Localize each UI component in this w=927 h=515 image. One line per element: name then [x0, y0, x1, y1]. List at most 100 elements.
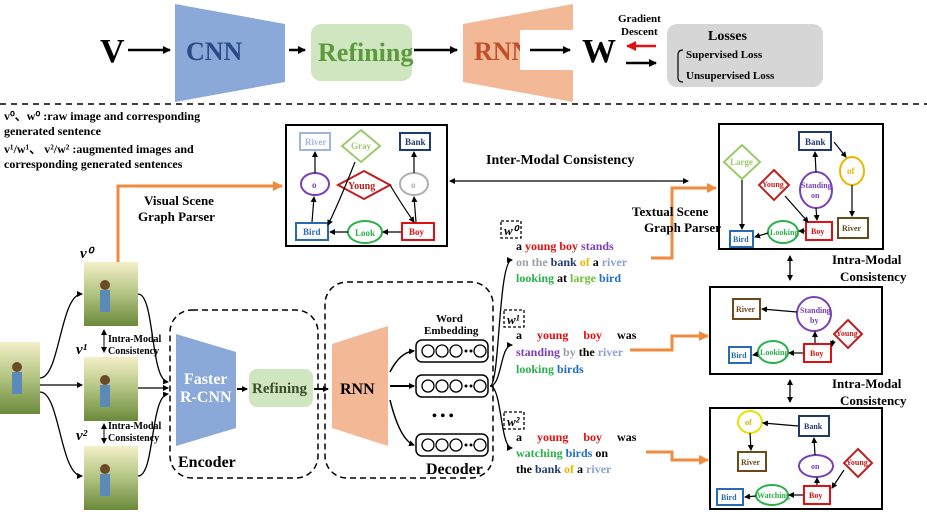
- tg0-young: Young: [762, 180, 784, 189]
- intra-modal-1b: Consistency: [840, 269, 907, 284]
- w2-tag: [503, 411, 525, 430]
- top-w-label: W: [582, 33, 616, 70]
- w0-to-text-graph-arrow: [651, 183, 717, 260]
- sentence-word: young: [525, 239, 559, 253]
- sentence-w1: a young boy was standing by the river look…: [516, 328, 637, 376]
- tg1-standing: Standing: [800, 306, 831, 315]
- legend-line-3: v¹/w¹、 v²/w² :augmented images and: [4, 142, 194, 156]
- img-intra-2a: Intra-Modal: [108, 421, 162, 432]
- w1-tag: [503, 309, 525, 328]
- sentence-word: boy: [559, 239, 581, 253]
- tg0-looking: Looking: [770, 228, 798, 237]
- tg2-bird: Bird: [721, 493, 737, 502]
- descent-label: Descent: [621, 26, 658, 38]
- faster-label-2: R-CNN: [180, 389, 232, 406]
- losses-title: Losses: [708, 29, 747, 44]
- image-v1: [84, 357, 138, 421]
- v0-label: v⁰: [80, 246, 96, 262]
- word-embedding-2: Embedding: [424, 325, 479, 337]
- v1-label: v¹: [76, 342, 87, 358]
- v2-label: v²: [76, 428, 88, 444]
- tg1-bird: Bird: [731, 351, 747, 360]
- tg0-standing: Standing: [801, 181, 832, 190]
- sentence-word: boy: [583, 328, 617, 342]
- sentence-word: bird: [599, 271, 621, 285]
- sentence-word: on the: [516, 255, 551, 269]
- sentence-word: a: [516, 430, 537, 444]
- vg-boy: Boy: [409, 227, 425, 237]
- w0-tag: [500, 220, 522, 239]
- tg0-bank: Bank: [805, 137, 826, 147]
- encoder-box: [169, 309, 319, 479]
- sentence-word: at: [557, 271, 570, 285]
- img-intra-2b: Consistency: [108, 433, 159, 444]
- gradient-label: Gradient: [618, 13, 661, 25]
- sentence-word: river: [598, 345, 624, 359]
- sentence-line: a young boy stands: [516, 239, 614, 253]
- w2-label: w²: [507, 414, 521, 429]
- tg1-looking: Looking: [760, 348, 788, 357]
- faster-label-1: Faster: [184, 371, 228, 388]
- embedding-vector-1: [415, 339, 489, 363]
- inter-modal-label: Inter-Modal Consistency: [486, 153, 634, 168]
- vg-bank: Bank: [405, 137, 426, 147]
- vg-o2: o: [411, 180, 416, 190]
- sentence-line: watching birds on: [516, 446, 608, 460]
- top-pipeline: V CNN Refining RNN: [100, 4, 573, 102]
- intra-modal-2a: Intra-Modal: [832, 376, 902, 391]
- sentence-word: on: [595, 446, 608, 460]
- vg-river: River: [305, 137, 327, 147]
- vg-young: Young: [348, 181, 375, 192]
- sentence-word: was: [617, 328, 637, 342]
- top-refining-label: Refining: [318, 38, 413, 67]
- top-rnn-block: [463, 4, 573, 102]
- sentence-word: a: [577, 462, 586, 476]
- vg-bird: Bird: [303, 227, 321, 237]
- encoder-refining-label: Refining: [252, 381, 308, 397]
- tsgp-label-2: Graph Parser: [644, 220, 721, 235]
- sentence-line: looking birds: [516, 362, 584, 376]
- sentence-word: a: [516, 328, 537, 342]
- sentence-word: birds: [557, 362, 584, 376]
- tsgp-label-1: Textual Scene: [632, 204, 709, 219]
- sentence-word: by: [563, 345, 579, 359]
- top-refining-block: [311, 24, 412, 81]
- visual-scene-graph: River Gray Bank o Young o Bird Look Boy: [285, 124, 448, 247]
- legend-line-2: generated sentence: [4, 124, 102, 138]
- sentence-word: stands: [581, 239, 614, 253]
- sentence-word: a: [516, 239, 525, 253]
- sentence-word: of: [564, 462, 577, 476]
- sentence-word: the: [516, 462, 535, 476]
- tg1-by: by: [810, 316, 818, 325]
- sentence-word: standing: [516, 345, 563, 359]
- tg2-on: on: [811, 462, 820, 471]
- sentence-word: looking: [516, 271, 557, 285]
- sentence-word: bank: [535, 462, 564, 476]
- w2-to-text-graph-arrow: [646, 450, 709, 465]
- sentence-word: young: [537, 328, 583, 342]
- vg-gray: Gray: [351, 141, 371, 151]
- decoder-rnn-block: [332, 326, 388, 446]
- legend-line-4: corresponding generated sentences: [4, 157, 183, 171]
- unsupervised-loss-label: Unsupervised Loss: [686, 70, 775, 82]
- tg1-river: River: [736, 305, 756, 314]
- tg2-young: Young: [846, 458, 868, 467]
- top-v-label: V: [100, 33, 125, 70]
- sentence-word: birds: [566, 446, 596, 460]
- tg2-river: River: [741, 458, 761, 467]
- w1-to-text-graph-arrow: [630, 331, 709, 352]
- sentence-line: a young boy was: [516, 430, 637, 444]
- image-v2: [84, 446, 138, 510]
- tg0-river: River: [842, 224, 862, 233]
- sentence-line: standing by the river: [516, 345, 624, 359]
- text-scene-graph-w1: River Standing by Young Bird Looking Boy: [709, 286, 883, 375]
- sentence-word: river: [586, 462, 612, 476]
- w1-label: w¹: [507, 312, 520, 327]
- sentence-word: river: [602, 255, 628, 269]
- tg2-bank: Bank: [804, 422, 823, 431]
- tg0-of: of: [847, 166, 856, 176]
- sentence-word: of: [580, 255, 593, 269]
- tg1-young: Young: [836, 329, 858, 338]
